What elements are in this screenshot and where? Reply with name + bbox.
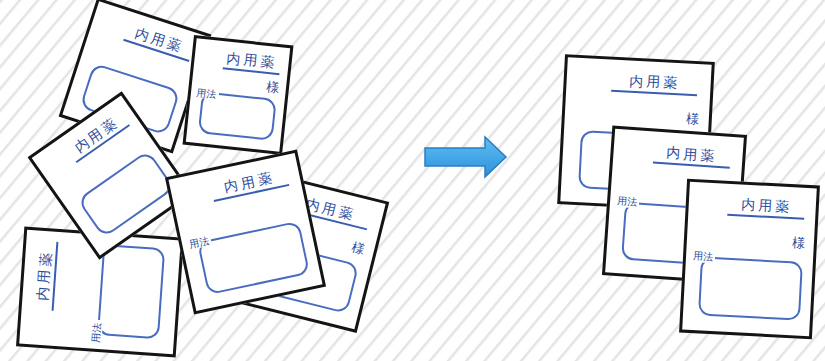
envelope-title: 内用薬 <box>727 196 804 220</box>
dosage-frame <box>97 244 165 339</box>
usage-label: 用法 <box>186 234 212 250</box>
dosage-frame <box>76 149 175 238</box>
envelope-title: 内用薬 <box>652 143 731 168</box>
honorific-mark: 様 <box>266 80 280 96</box>
envelope-title: 内用薬 <box>209 166 289 202</box>
usage-label: 用法 <box>90 320 103 345</box>
usage-label: 用法 <box>194 86 219 100</box>
usage-label: 用法 <box>690 250 715 263</box>
envelope-title: 内用薬 <box>611 71 698 96</box>
honorific-mark: 様 <box>685 111 699 127</box>
envelope-title: 内用薬 <box>223 50 281 76</box>
usage-label: 用法 <box>614 195 639 208</box>
dosage-frame <box>197 221 309 295</box>
envelope-title: 内用薬 <box>34 241 59 311</box>
medicine-envelope: 内用薬用法 様 <box>183 35 294 155</box>
transition-arrow <box>425 137 506 177</box>
dosage-frame <box>698 256 803 320</box>
honorific-mark: 様 <box>350 240 366 258</box>
medicine-envelope: 内用薬用法 <box>164 149 325 314</box>
envelope-title: 内用薬 <box>124 21 195 61</box>
honorific-mark: 様 <box>791 236 805 252</box>
medicine-envelope: 内用薬用法 様 <box>679 179 820 340</box>
